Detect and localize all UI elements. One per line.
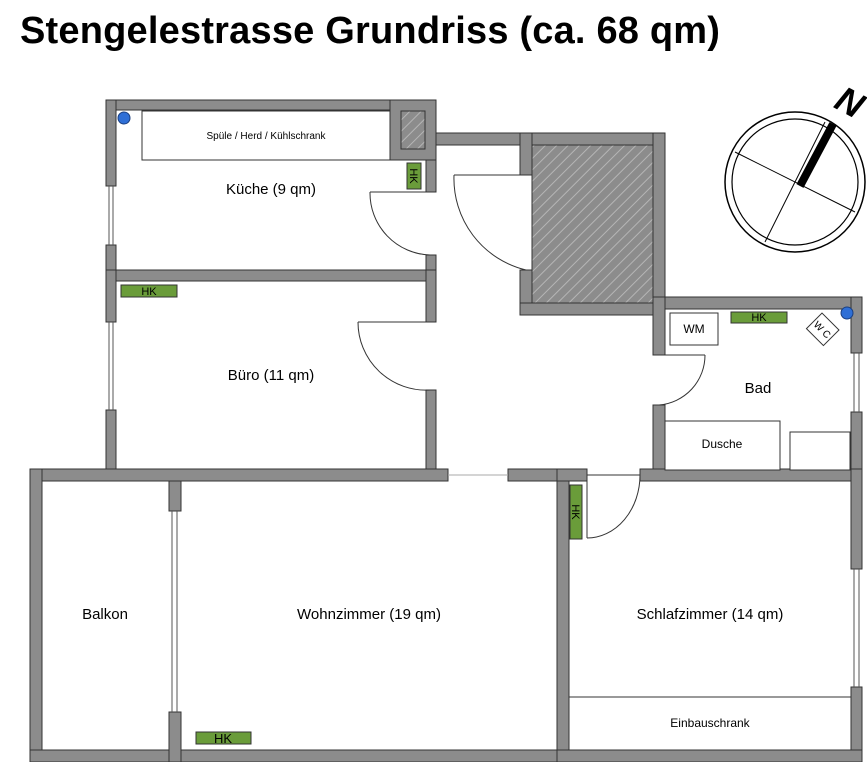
storage-hatched-area xyxy=(531,144,654,304)
storage-wall-left-upper xyxy=(519,132,533,176)
kitchen-counter-label: Spüle / Herd / Kühlschrank xyxy=(207,131,327,142)
svg-text:HK: HK xyxy=(569,504,581,520)
living-wall-top-left xyxy=(29,468,449,482)
office-wall-right-lower xyxy=(425,389,437,471)
storage-wall-bottom xyxy=(519,302,666,316)
room-label-living: Wohnzimmer (19 qm) xyxy=(297,606,441,623)
room-label-bedroom: Schlafzimmer (14 qm) xyxy=(637,606,784,623)
office-wall-left-upper xyxy=(105,269,117,323)
svg-text:HK: HK xyxy=(751,312,767,324)
bath-wall-top xyxy=(652,296,863,310)
water-pipe-icon xyxy=(840,306,854,320)
shower-box xyxy=(664,420,781,471)
walls xyxy=(29,99,863,762)
wardrobe-label: Einbauschrank xyxy=(670,716,750,730)
compass-north-label: N xyxy=(829,78,867,127)
compass: N xyxy=(724,78,867,253)
kitchen-office-wall xyxy=(105,269,437,282)
room-label-kitchen: Küche (9 qm) xyxy=(226,181,316,198)
hall-wall-top xyxy=(435,132,523,146)
svg-text:HK: HK xyxy=(141,286,157,298)
room-label-office: Büro (11 qm) xyxy=(228,367,314,384)
bath-wall-right-upper xyxy=(850,296,863,354)
bathtub-box xyxy=(789,431,851,471)
kitchen-shaft xyxy=(400,110,426,150)
washer-label: WM xyxy=(683,322,704,336)
radiator-kitchen: HK xyxy=(406,162,422,190)
bedroom-wall-right-upper xyxy=(850,468,863,570)
compass-needle-icon xyxy=(796,122,837,188)
storage-door xyxy=(453,174,527,271)
wardrobe-box xyxy=(568,696,852,751)
living-bedroom-wall xyxy=(556,468,570,762)
kitchen-counter xyxy=(141,110,391,161)
radiators: HK HK HK HK HK xyxy=(120,162,788,746)
kitchen-wall-left-lower xyxy=(105,244,117,272)
fixtures: Spüle / Herd / Kühlschrank WM Dusche W C… xyxy=(117,110,854,751)
bedroom-wall-top xyxy=(556,468,588,482)
svg-text:HK: HK xyxy=(214,731,232,746)
room-label-balcony: Balkon xyxy=(82,606,128,623)
radiator-living: HK xyxy=(195,731,252,746)
radiator-bath: HK xyxy=(730,311,788,324)
shower-label: Dusche xyxy=(702,437,743,451)
doors xyxy=(357,174,706,539)
washer-box xyxy=(669,312,719,346)
living-wall-bottom xyxy=(29,749,571,762)
svg-text:HK: HK xyxy=(407,168,419,184)
bath-door xyxy=(658,354,706,406)
office-door xyxy=(357,321,431,391)
office-wall-right-upper xyxy=(425,269,437,323)
balcony-wall-upper xyxy=(168,480,182,512)
room-labels: Küche (9 qm) Büro (11 qm) Bad Balkon Woh… xyxy=(82,181,783,623)
water-pipe-icon xyxy=(117,111,131,125)
kitchen-door xyxy=(369,191,431,256)
page-title: Stengelestrasse Grundriss (ca. 68 qm) xyxy=(20,10,721,52)
bedroom-wall-bottom xyxy=(556,749,863,762)
windows xyxy=(108,186,860,712)
bath-wall-left-upper xyxy=(652,296,666,356)
kitchen-wall-left-upper xyxy=(105,99,117,187)
living-wall-left xyxy=(29,468,43,762)
bedroom-wall-top-right xyxy=(639,468,863,482)
bedroom-door xyxy=(586,474,641,539)
radiator-bedroom: HK xyxy=(569,484,583,540)
office-wall-left-lower xyxy=(105,409,117,471)
storage-wall-top xyxy=(519,132,666,146)
storage-wall-right xyxy=(652,132,666,316)
balcony-wall-lower xyxy=(168,711,182,762)
kitchen-wall-top xyxy=(105,99,437,111)
compass-inner-ring xyxy=(731,118,859,246)
kitchen-wall-right-lower xyxy=(425,254,437,272)
radiator-office: HK xyxy=(120,284,178,298)
room-label-bath: Bad xyxy=(745,380,772,397)
toilet: W C xyxy=(805,312,840,347)
